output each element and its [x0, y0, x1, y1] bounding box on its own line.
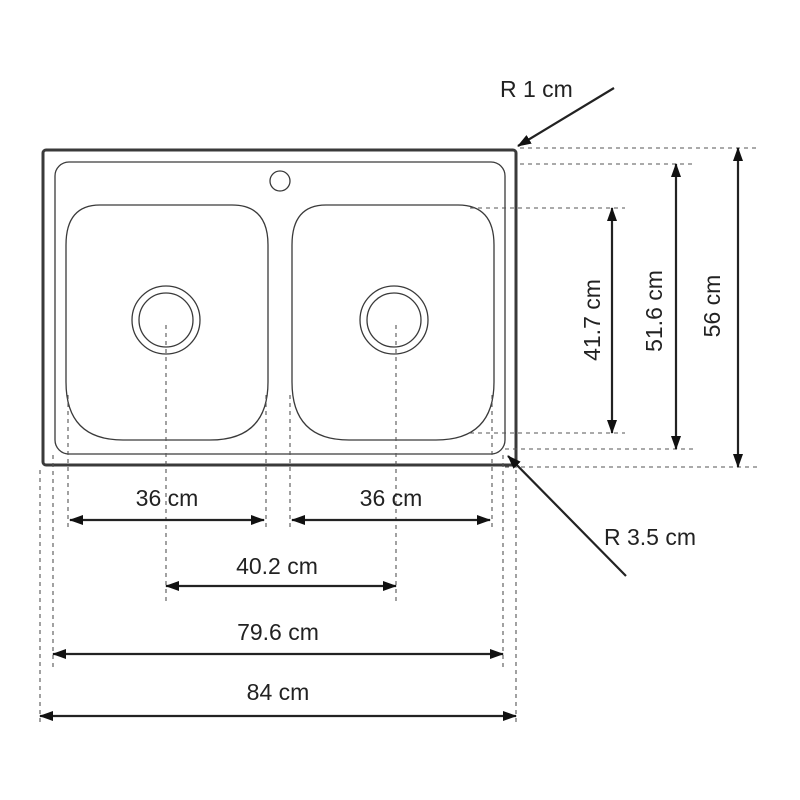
sink-outer-rim	[41, 148, 518, 467]
label-inner-depth: 51.6 cm	[641, 270, 667, 352]
label-bowl-depth: 41.7 cm	[579, 279, 605, 361]
right-bowl	[291, 204, 495, 441]
faucet-hole	[269, 170, 291, 192]
label-bottom-corner-radius: R 3.5 cm	[604, 524, 696, 550]
label-top-corner-radius: R 1 cm	[500, 76, 573, 102]
label-overall-width: 84 cm	[247, 679, 310, 705]
label-right-bowl-width: 36 cm	[360, 485, 423, 511]
leader-top-corner-radius	[517, 87, 615, 147]
left-drain-outer	[131, 285, 201, 355]
leader-bottom-corner-radius	[507, 455, 627, 577]
left-bowl	[65, 204, 269, 441]
sink-inner-rim	[54, 161, 506, 455]
label-overall-depth: 56 cm	[699, 275, 725, 338]
label-left-bowl-width: 36 cm	[136, 485, 199, 511]
right-drain-outer	[359, 285, 429, 355]
vertical-extension-lines	[39, 325, 517, 725]
horizontal-extension-lines	[470, 147, 760, 468]
label-drain-spacing: 40.2 cm	[236, 553, 318, 579]
right-drain-inner	[366, 292, 422, 348]
label-inner-width: 79.6 cm	[237, 619, 319, 645]
left-drain-inner	[138, 292, 194, 348]
